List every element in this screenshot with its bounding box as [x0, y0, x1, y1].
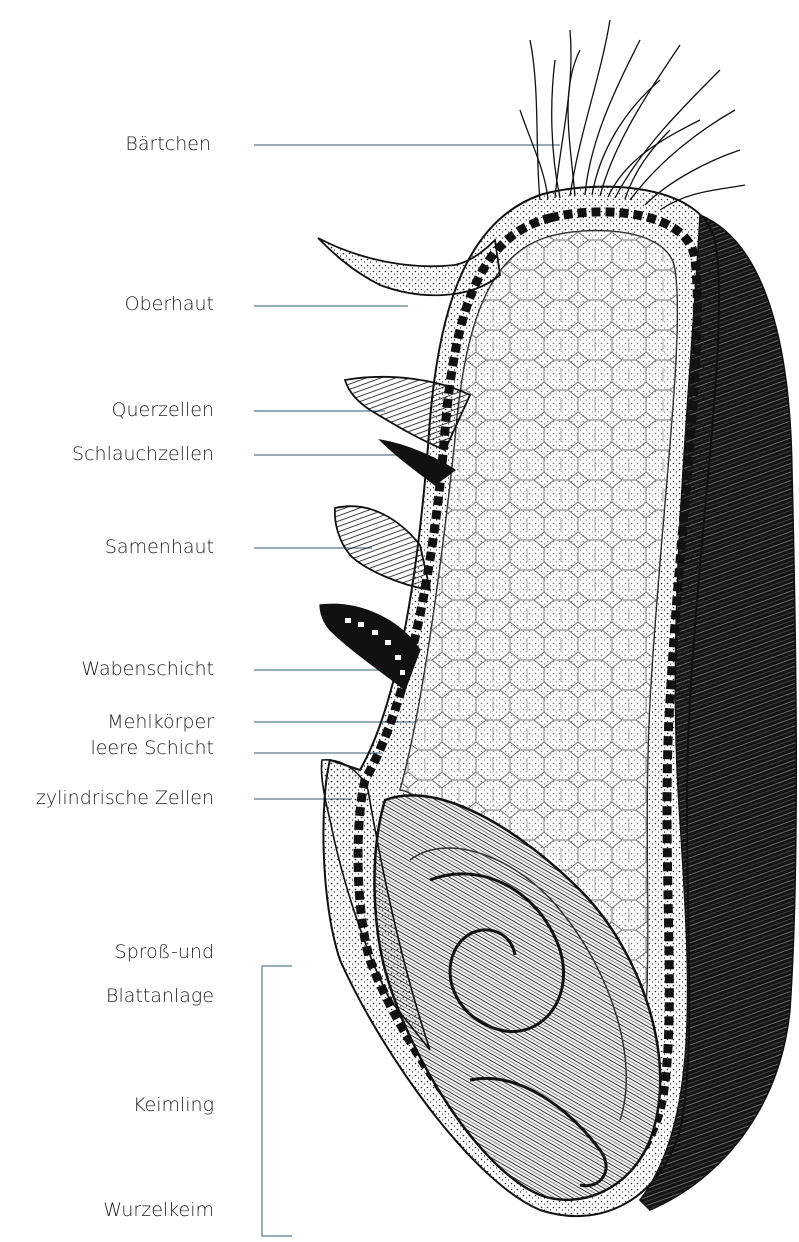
flap-oberhaut [318, 238, 500, 295]
hairs-baertchen [520, 20, 745, 210]
flap-samenhaut [335, 506, 430, 590]
flap-wabenschicht [320, 604, 420, 690]
bracket-keimling [262, 966, 292, 1236]
